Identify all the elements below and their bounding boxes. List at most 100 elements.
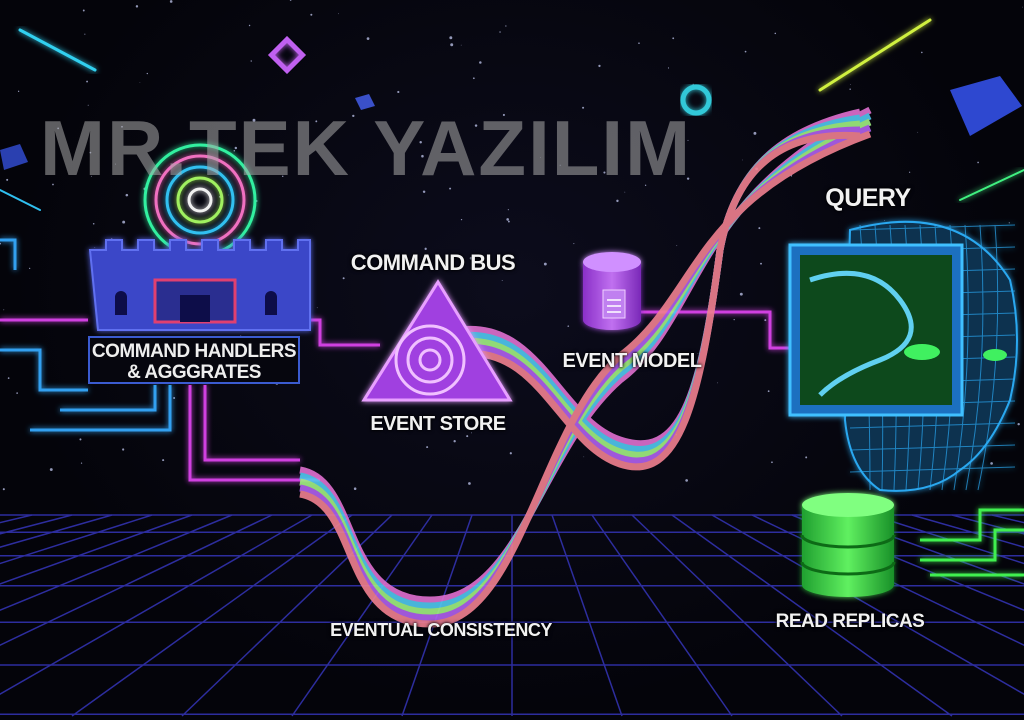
star — [760, 262, 762, 265]
star — [6, 178, 9, 181]
read-replicas-database-icon — [800, 493, 896, 597]
star — [114, 163, 116, 165]
star — [282, 175, 284, 178]
star — [84, 33, 86, 35]
star — [717, 382, 719, 384]
star — [289, 0, 292, 1]
command-handlers-line-1: COMMAND HANDLERS — [91, 341, 297, 362]
star — [460, 44, 462, 46]
star — [338, 13, 339, 15]
star — [733, 318, 735, 321]
star — [1008, 222, 1010, 224]
star — [82, 9, 85, 12]
star — [582, 106, 585, 109]
star — [573, 243, 575, 245]
star — [233, 149, 236, 152]
star — [479, 61, 482, 64]
star — [173, 396, 176, 399]
event-store-label: EVENT STORE — [370, 413, 506, 435]
star — [86, 80, 88, 83]
star — [422, 190, 426, 193]
star — [739, 292, 743, 296]
star — [1022, 6, 1023, 8]
watermark: MR.TEK YAZILIM — [40, 104, 693, 192]
star — [598, 64, 601, 68]
star — [567, 325, 570, 327]
shooting-stars — [0, 18, 1024, 211]
star — [122, 220, 126, 224]
mesh-line — [849, 422, 1016, 429]
star — [764, 319, 767, 322]
star — [697, 353, 699, 354]
star — [122, 448, 125, 451]
star — [353, 487, 357, 490]
star — [52, 183, 54, 186]
star — [228, 194, 229, 196]
castle-icon — [88, 239, 311, 331]
star — [250, 60, 252, 62]
star — [0, 242, 1, 245]
star — [252, 118, 256, 122]
star — [405, 420, 407, 421]
grid-line — [0, 514, 193, 585]
grid-line — [0, 514, 273, 647]
floating-shapes — [0, 35, 1022, 170]
star — [774, 32, 777, 35]
star — [453, 440, 456, 443]
star — [850, 83, 851, 85]
star — [505, 25, 507, 27]
star — [449, 36, 453, 40]
star — [94, 247, 96, 248]
star — [135, 5, 139, 8]
star — [507, 209, 509, 211]
event-stream — [459, 131, 861, 471]
star — [79, 438, 82, 441]
star — [2, 488, 5, 491]
star — [499, 31, 501, 33]
mesh-line — [849, 444, 1016, 451]
star — [474, 124, 478, 127]
grid-line — [551, 514, 623, 717]
star — [57, 127, 60, 130]
eventual-consistency-label: EVENTUAL CONSISTENCY — [330, 620, 552, 640]
star — [89, 151, 92, 154]
star — [638, 42, 640, 44]
event-streams — [299, 106, 872, 628]
star — [426, 446, 429, 449]
star — [316, 307, 318, 309]
star — [990, 462, 993, 465]
star — [16, 392, 18, 394]
circuit-lines — [0, 238, 1024, 577]
star — [753, 131, 757, 135]
star — [466, 435, 469, 438]
star — [469, 256, 473, 260]
star — [352, 114, 355, 118]
command-bus-label: COMMAND BUS — [350, 250, 516, 275]
star — [917, 131, 919, 133]
mesh-line — [849, 224, 1016, 231]
star — [767, 390, 770, 393]
star — [686, 177, 690, 180]
star — [507, 220, 510, 223]
event-model-database-icon — [583, 252, 641, 330]
star — [310, 13, 313, 16]
star — [509, 452, 512, 455]
star — [687, 139, 689, 141]
star — [583, 456, 585, 458]
star — [471, 432, 472, 434]
star — [676, 245, 678, 247]
star — [849, 88, 851, 90]
star — [29, 267, 31, 270]
star — [744, 50, 747, 53]
star — [771, 461, 773, 464]
star — [419, 140, 422, 144]
star — [342, 277, 345, 280]
star — [80, 462, 83, 464]
grid-line — [871, 514, 1024, 565]
star — [17, 90, 20, 92]
star — [741, 159, 743, 161]
mesh-line — [849, 466, 1016, 473]
star — [91, 175, 92, 177]
